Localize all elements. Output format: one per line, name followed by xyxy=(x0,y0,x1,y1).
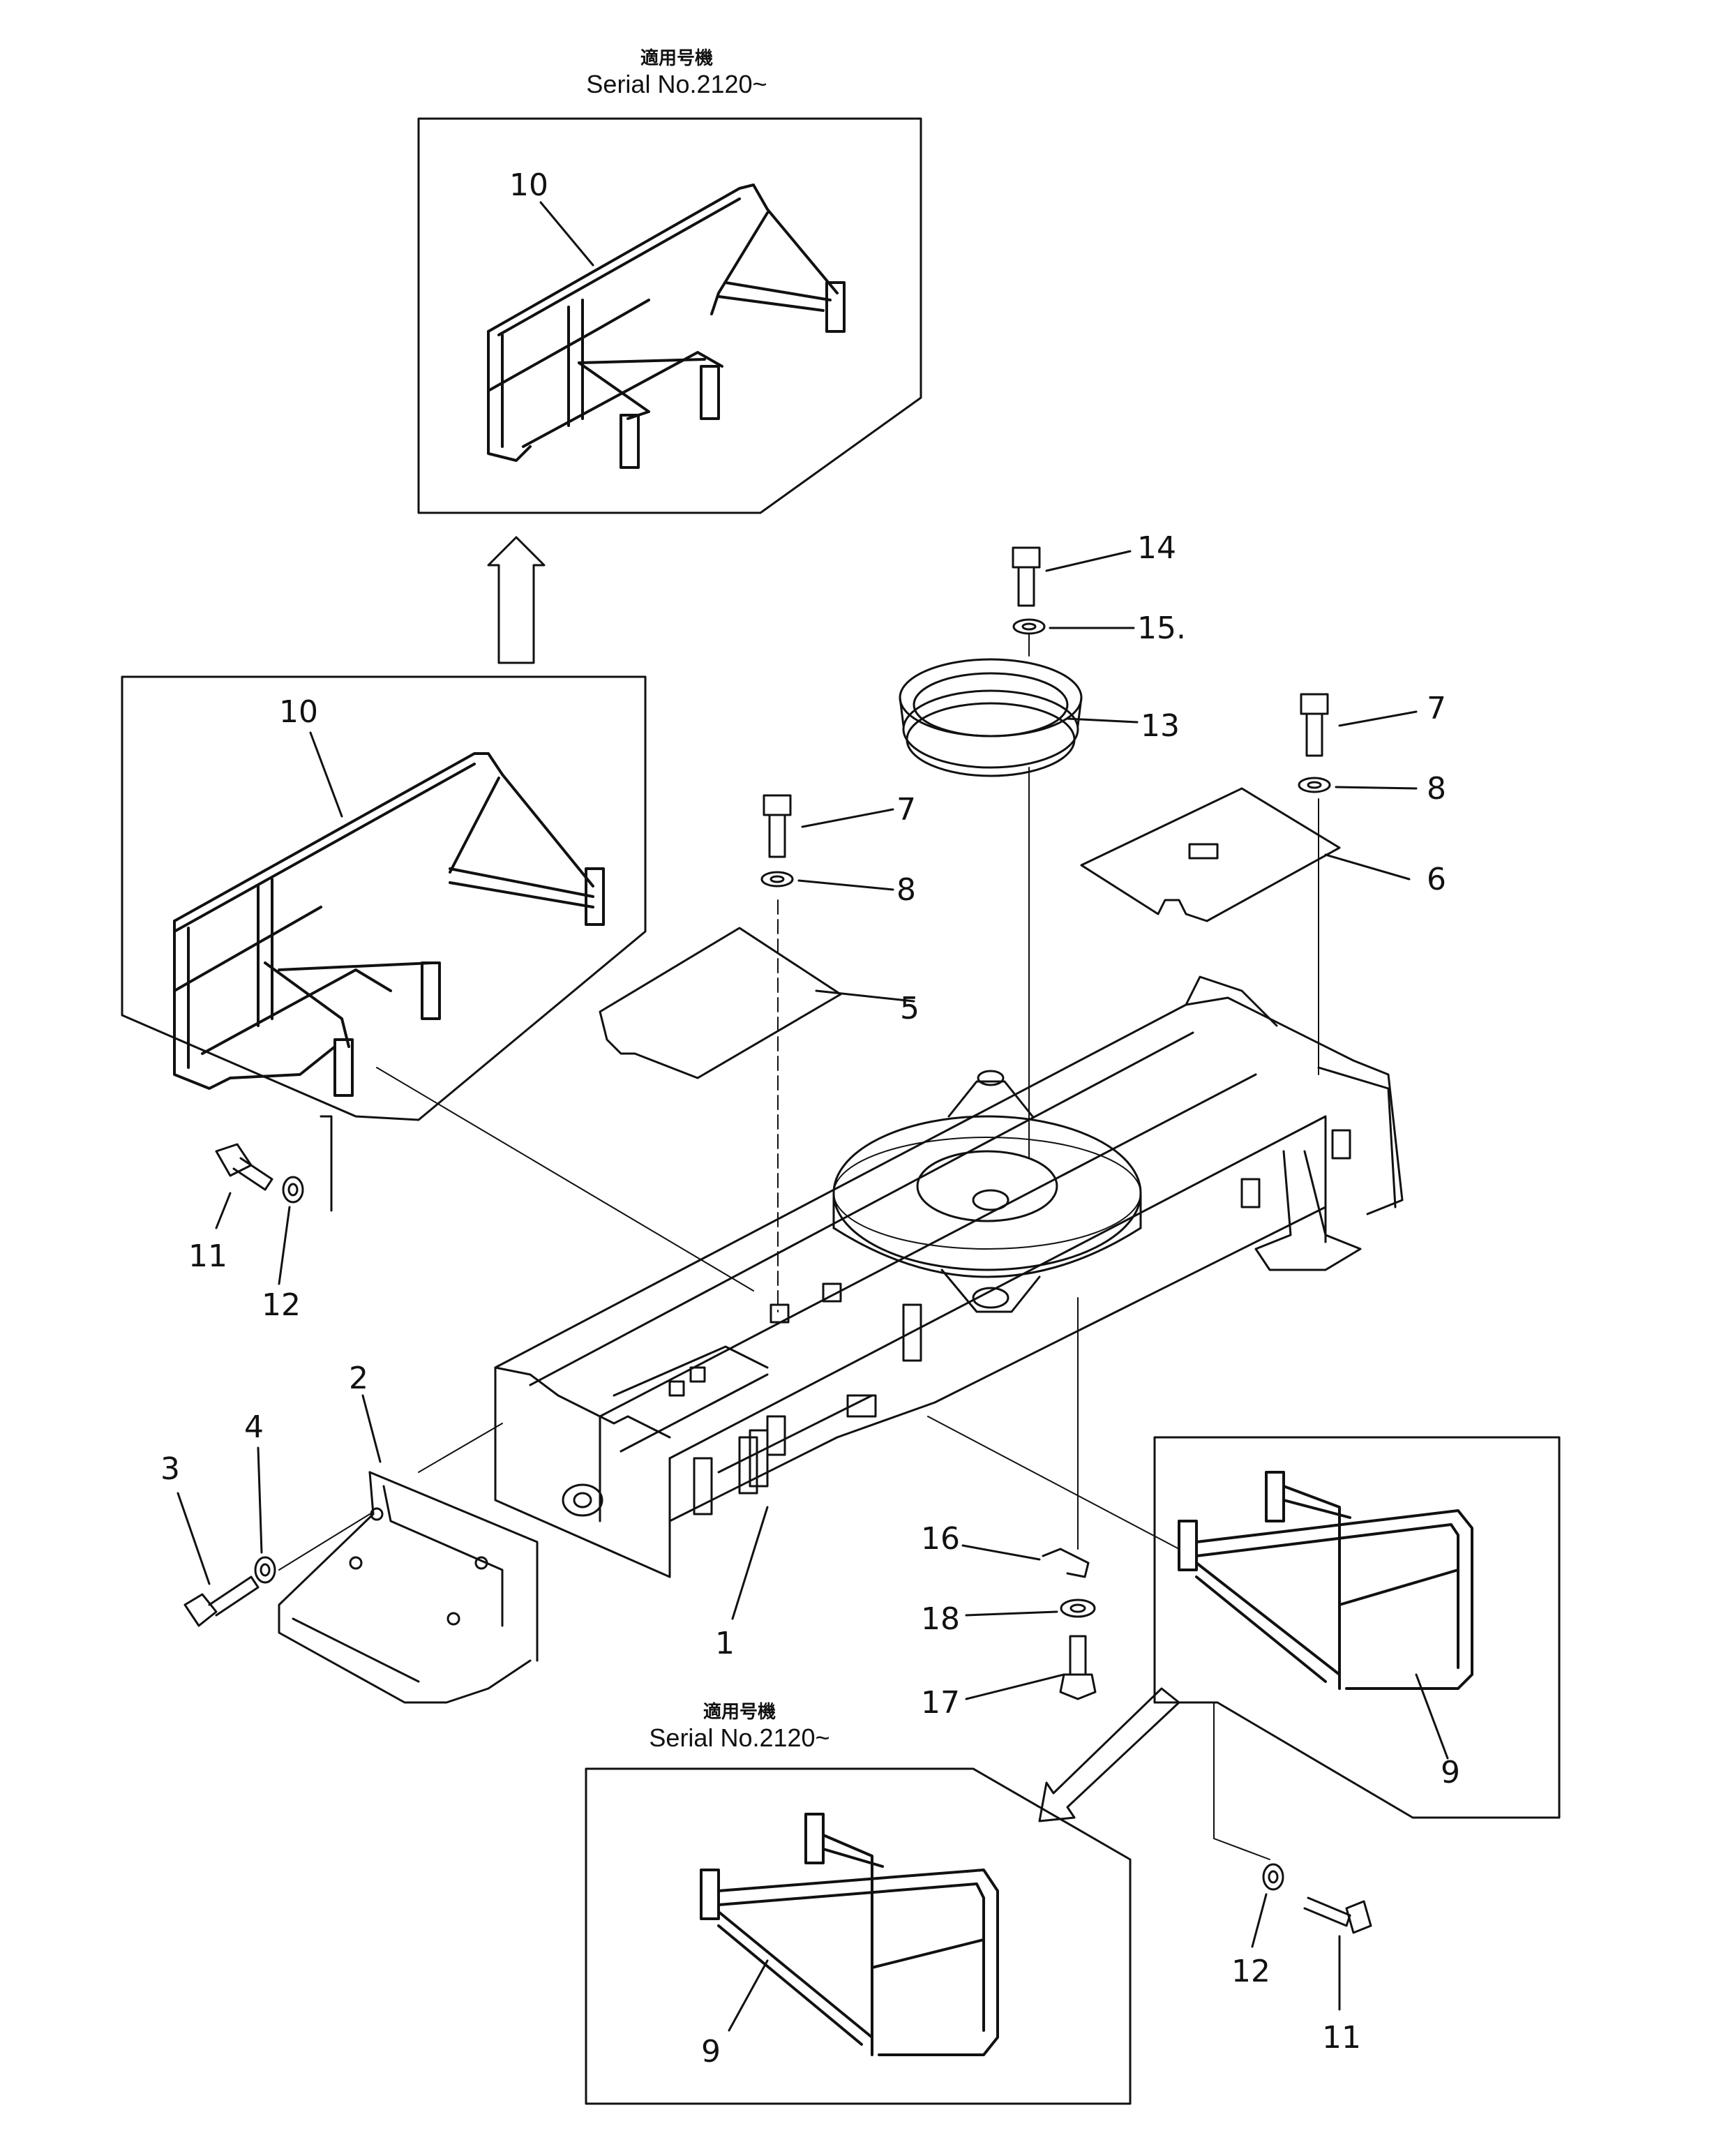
guard-9-bottom xyxy=(700,1813,999,2056)
inset-box-bottom xyxy=(585,1767,1132,2105)
plate-5 xyxy=(599,927,842,1079)
callout-1: 1 xyxy=(715,1626,735,1661)
top-serial-label: Serial No.2120~ xyxy=(586,69,767,98)
leader-4 xyxy=(257,1446,263,1554)
callout-15: 15. xyxy=(1137,611,1186,646)
clip-16 xyxy=(1042,1548,1090,1578)
callout-14: 14 xyxy=(1137,530,1176,566)
washer-8-right xyxy=(1298,777,1331,793)
leader-12-left xyxy=(278,1206,291,1285)
bolt-7-center xyxy=(763,794,792,858)
callout-17: 17 xyxy=(921,1685,960,1721)
top-applicable-label: 適用号機 xyxy=(640,48,713,69)
bottom-serial-label: Serial No.2120~ xyxy=(649,1723,830,1752)
washer-12-right xyxy=(1262,1863,1284,1891)
callout-18: 18 xyxy=(921,1601,960,1637)
callout-7-right: 7 xyxy=(1427,691,1446,726)
leader-14 xyxy=(1045,550,1132,572)
callout-4: 4 xyxy=(244,1409,264,1445)
callout-6: 6 xyxy=(1427,862,1446,897)
bottom-applicable-label: 適用号機 xyxy=(703,1702,776,1723)
callout-11-left: 11 xyxy=(188,1238,227,1274)
link-frame-left-inset xyxy=(376,1067,754,1292)
callout-8-center: 8 xyxy=(896,872,916,908)
leader-frame-guard9 xyxy=(927,1416,1180,1550)
callout-12-right: 12 xyxy=(1231,1954,1270,1989)
guard-10-left xyxy=(173,752,605,1097)
leader-17 xyxy=(965,1673,1065,1700)
leader-1 xyxy=(731,1506,769,1620)
ring-13 xyxy=(899,658,1083,777)
guard-9-right xyxy=(1178,1471,1473,1690)
leader-12-11-left xyxy=(320,1115,333,1212)
bolt-3 xyxy=(183,1575,260,1627)
leader-4-cover xyxy=(278,1513,370,1571)
bolt-14 xyxy=(1012,546,1041,607)
leader-12-right xyxy=(1251,1893,1268,1948)
callout-13: 13 xyxy=(1141,708,1180,744)
callout-3: 3 xyxy=(160,1451,180,1487)
callout-10-left: 10 xyxy=(279,694,318,730)
bolt-17 xyxy=(1059,1635,1097,1700)
callout-9-bottom: 9 xyxy=(701,2034,721,2069)
leader-8-center xyxy=(797,879,894,891)
guard-10-top xyxy=(487,184,846,469)
leader-10-left xyxy=(309,731,343,818)
callout-9-right: 9 xyxy=(1441,1755,1460,1790)
washer-15 xyxy=(1012,618,1046,635)
callout-11-right: 11 xyxy=(1322,2020,1361,2056)
callout-16: 16 xyxy=(921,1521,960,1557)
bolt-11-left xyxy=(215,1143,273,1191)
leader-8-right xyxy=(1335,786,1418,790)
callout-10-top: 10 xyxy=(509,167,548,203)
main-frame-1 xyxy=(494,975,1404,1578)
bottom-applicable-caption: 適用号機 Serial No.2120~ xyxy=(593,1702,886,1752)
cover-2 xyxy=(278,1471,539,1704)
link-guard9-washer xyxy=(1213,1702,1270,1860)
leader-10-top xyxy=(539,201,594,267)
leader-2 xyxy=(361,1394,382,1463)
bolt-11-right xyxy=(1303,1896,1372,1934)
washer-12-left xyxy=(282,1176,304,1204)
leader-6 xyxy=(1324,853,1411,881)
washer-18 xyxy=(1060,1599,1096,1618)
inset-box-left xyxy=(121,675,647,1121)
callout-12-left: 12 xyxy=(262,1287,301,1323)
leader-11-left xyxy=(215,1192,232,1229)
callout-7-center: 7 xyxy=(896,792,916,828)
leader-5 xyxy=(815,989,915,1003)
plate-6 xyxy=(1080,787,1341,922)
callout-5: 5 xyxy=(900,991,919,1026)
up-arrow xyxy=(487,536,546,664)
callout-8-right: 8 xyxy=(1427,771,1446,807)
leader-16 xyxy=(961,1544,1041,1561)
callout-2: 2 xyxy=(349,1361,368,1396)
leader-7-right xyxy=(1338,710,1418,727)
inset-box-top xyxy=(417,117,922,514)
leader-9-right xyxy=(1415,1673,1449,1760)
top-applicable-caption: 適用号機 Serial No.2120~ xyxy=(530,48,823,98)
inset-box-right xyxy=(1153,1436,1561,1819)
washer-8-center xyxy=(760,871,794,888)
leader-7-center xyxy=(801,808,894,828)
leader-cover-frame xyxy=(418,1423,503,1473)
leader-9-bottom xyxy=(728,1959,769,2032)
bolt-7-right xyxy=(1300,693,1329,757)
diag-arrow xyxy=(1038,1687,1180,1822)
washer-4 xyxy=(254,1556,276,1584)
leader-13 xyxy=(1066,717,1139,724)
leader-3 xyxy=(177,1492,211,1585)
leader-18 xyxy=(965,1610,1058,1617)
